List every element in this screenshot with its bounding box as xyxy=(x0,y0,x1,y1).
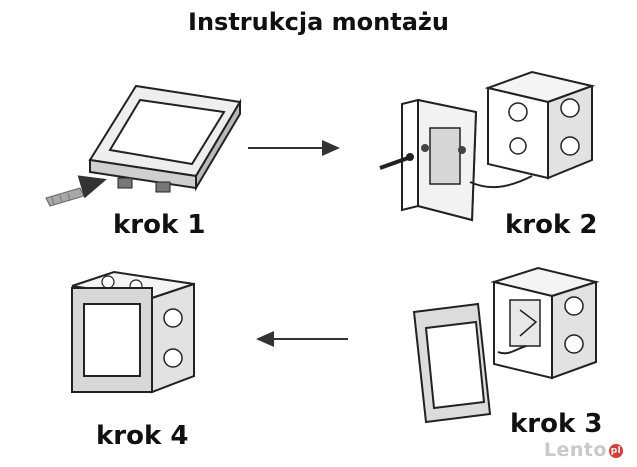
step3-illustration xyxy=(412,266,600,424)
thermostat-panel xyxy=(88,84,242,193)
back-plate xyxy=(401,98,478,222)
watermark-text: Lento xyxy=(543,439,607,461)
page-title: Instrukcja montażu xyxy=(188,8,449,36)
electrical-box xyxy=(71,270,195,394)
screw-icon xyxy=(45,187,85,207)
thermostat-panel xyxy=(71,287,153,393)
wire xyxy=(469,175,533,189)
step-4-label: krok 4 xyxy=(96,421,189,451)
screw-icon xyxy=(379,153,414,170)
electrical-box xyxy=(490,266,600,380)
step4-illustration xyxy=(71,270,195,394)
wire xyxy=(497,345,527,355)
insert-arrow xyxy=(77,175,107,199)
step-1-label: krok 1 xyxy=(113,210,206,240)
step2-illustration xyxy=(379,70,596,222)
watermark-suffix: pl xyxy=(609,443,623,458)
step-2-label: krok 2 xyxy=(505,210,598,240)
electrical-box xyxy=(484,70,596,180)
thermostat-panel xyxy=(412,302,492,424)
step-3-label: krok 3 xyxy=(510,409,603,439)
step1-illustration xyxy=(45,84,242,207)
